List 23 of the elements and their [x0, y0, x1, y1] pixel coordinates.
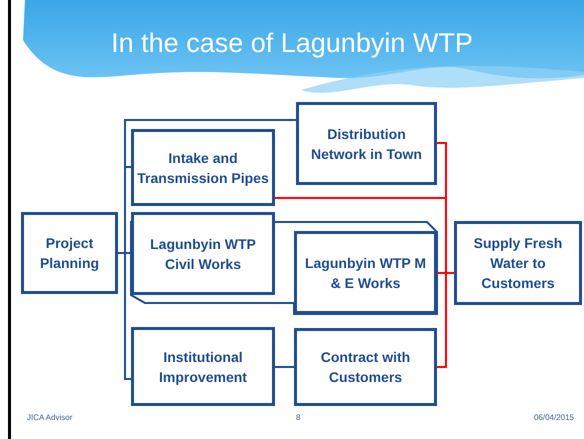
process-box	[21, 212, 118, 294]
box-label: Distribution Network in Town	[310, 124, 423, 164]
footer-text: 8	[296, 412, 300, 424]
process-box	[131, 129, 275, 206]
box-label: Contract with Customers	[320, 348, 412, 387]
footer-text: JICA Advisor	[27, 412, 72, 424]
box-label: Lagunbyin WTP M & E Works	[304, 254, 428, 292]
process-box	[454, 221, 582, 305]
process-box	[131, 212, 275, 295]
box-label: Intake and Transmission Pipes	[137, 148, 269, 188]
box-label: Lagunbyin WTP Civil Works	[149, 234, 257, 274]
process-box	[294, 328, 437, 406]
box-label: Institutional Improvement	[158, 348, 248, 386]
footer-text: 06/04/2015	[534, 412, 574, 424]
box-label: Project Planning	[38, 234, 100, 273]
connector-line	[118, 119, 296, 254]
box-label: Supply Fresh Water to Customers	[472, 234, 564, 293]
connector-line	[437, 272, 454, 368]
process-box	[294, 231, 437, 314]
slide-title: In the case of Lagunbyin WTP	[110, 30, 474, 57]
process-box	[131, 327, 275, 406]
connector-line	[275, 366, 294, 368]
process-box	[296, 102, 437, 185]
